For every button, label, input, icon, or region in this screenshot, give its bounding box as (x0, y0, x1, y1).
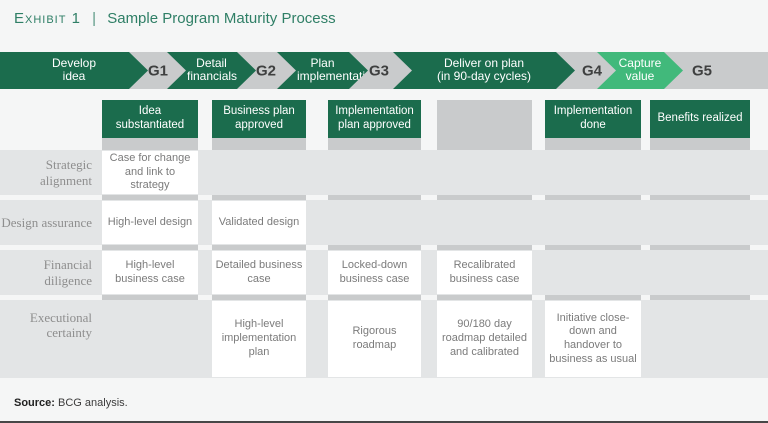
cell-4-2: High-level implementation plan (212, 301, 306, 377)
cell-2-2: Validated design (212, 201, 306, 244)
row-label-1: Strategic alignment (40, 157, 92, 188)
cell-4-3: Rigorous roadmap (328, 301, 421, 377)
title-separator: | (92, 10, 97, 27)
stage-arrow-deliver-on-plan: Deliver on plan(in 90-day cycles) (393, 52, 575, 89)
milestone-header-5: Implementation done (545, 100, 641, 138)
gate-label-g1: G1 (147, 62, 169, 79)
exhibit-title: Exhibit 1 | Sample Program Maturity Proc… (14, 10, 336, 27)
row-label-2: Design assurance (1, 214, 92, 230)
cell-3-1: High-level business case (102, 251, 198, 294)
stage-label-line: Plan (310, 56, 335, 70)
cell-1-1: Case for change and link to strategy (102, 151, 198, 194)
cell-2-1: High-level design (102, 201, 198, 244)
footer-rule (0, 421, 768, 423)
source-note: Source: BCG analysis. (14, 397, 128, 409)
gate-label-g2: G2 (255, 62, 277, 79)
stage-label-line: financials (187, 69, 238, 84)
cell-3-4: Recalibrated business case (437, 251, 532, 294)
row-label-4: Executional certainty (29, 310, 92, 341)
gate-label-g3: G3 (368, 62, 390, 79)
gate-label-g4: G4 (581, 62, 603, 79)
milestone-header-2: Business plan approved (212, 100, 306, 138)
stage-label-line: Capture (618, 56, 662, 70)
row-label-3: Financial diligence (43, 257, 92, 288)
stage-label-line: value (625, 69, 655, 84)
stage-label-line: Develop (51, 56, 97, 70)
source-label: Source: (14, 397, 55, 409)
gate-label-g5: G5 (691, 62, 713, 79)
source-text: BCG analysis. (58, 397, 128, 409)
milestone-header-3: Implementation plan approved (328, 100, 421, 138)
cell-3-2: Detailed business case (212, 251, 306, 294)
milestone-header-1: Idea substantiated (102, 100, 198, 138)
stage-label-line: Detail (196, 56, 227, 70)
stage-label-line: Deliver on plan (443, 56, 525, 70)
stage-label-line: implementation (297, 69, 379, 84)
milestone-header-6: Benefits realized (650, 100, 750, 138)
cell-3-3: Locked-down business case (328, 251, 421, 294)
stage-label-line: (in 90-day cycles) (436, 69, 532, 84)
exhibit-number: Exhibit 1 (14, 10, 81, 27)
page-title: Sample Program Maturity Process (107, 10, 336, 27)
stage-label-line: idea (62, 69, 86, 84)
cell-4-5: Initiative close-down and handover to bu… (545, 301, 641, 377)
cell-4-4: 90/180 day roadmap detailed and calibrat… (437, 301, 532, 377)
